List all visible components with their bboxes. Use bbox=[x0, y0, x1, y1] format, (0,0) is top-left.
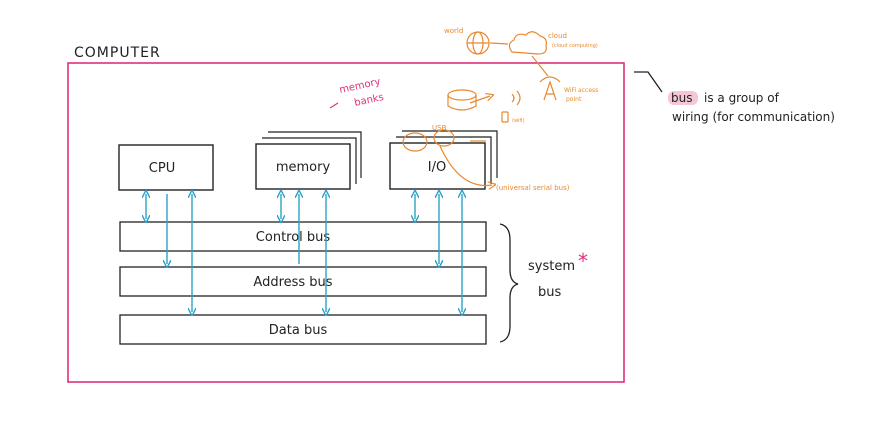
data-bus-label: Data bus bbox=[269, 323, 328, 338]
bus-word-highlight bbox=[668, 91, 698, 105]
system-bus-label-line2: bus bbox=[538, 285, 561, 300]
cloud-label: cloud bbox=[548, 32, 567, 40]
io-label: I/O bbox=[428, 160, 446, 175]
system-bus-star-icon: * bbox=[578, 249, 588, 273]
usb-connector-1 bbox=[402, 132, 428, 152]
memory-banks-arrow bbox=[329, 102, 339, 109]
usb-full-label: (universal serial bus) bbox=[496, 184, 570, 192]
note-pointer-line bbox=[634, 71, 663, 93]
memory-banks-note-2: banks bbox=[353, 92, 384, 109]
phone-icon bbox=[501, 111, 509, 123]
system-bus-brace bbox=[499, 223, 519, 343]
address-bus-label: Address bus bbox=[253, 275, 332, 290]
wifi-access-point-icon bbox=[543, 80, 557, 101]
cpu-box: CPU bbox=[118, 144, 214, 191]
wifi-access-label-2: point bbox=[566, 96, 582, 103]
system-bus-label-line1: system bbox=[528, 259, 575, 274]
wifi-small-label: (wifi) bbox=[512, 118, 525, 124]
address-bus: Address bus bbox=[119, 266, 487, 297]
control-bus: Control bus bbox=[119, 221, 487, 252]
control-bus-label: Control bus bbox=[256, 230, 331, 245]
cloud-icon bbox=[508, 31, 547, 55]
database-icon bbox=[447, 89, 477, 101]
bus-connection-arrows bbox=[146, 194, 462, 312]
io-box: I/O bbox=[389, 130, 498, 190]
wifi-access-label: WiFi access bbox=[564, 87, 598, 94]
bus-note-line2: wiring (for communication) bbox=[672, 110, 835, 124]
usb-connector-2 bbox=[433, 129, 455, 147]
data-bus: Data bus bbox=[119, 314, 487, 345]
cloud-sublabel: (cloud computing) bbox=[552, 43, 598, 49]
world-label: world bbox=[444, 27, 463, 35]
usb-label: USB bbox=[432, 124, 447, 132]
bus-note-word: bus bbox=[671, 91, 692, 105]
wifi-signal-icon bbox=[511, 90, 521, 106]
memory-label: memory bbox=[276, 160, 331, 175]
cpu-label: CPU bbox=[149, 161, 175, 176]
peripherals bbox=[402, 31, 561, 186]
bus-note-line1: is a group of bbox=[704, 91, 780, 105]
computer-label: COMPUTER bbox=[74, 45, 161, 61]
computer-frame bbox=[67, 62, 625, 383]
memory-box: memory bbox=[255, 131, 362, 190]
